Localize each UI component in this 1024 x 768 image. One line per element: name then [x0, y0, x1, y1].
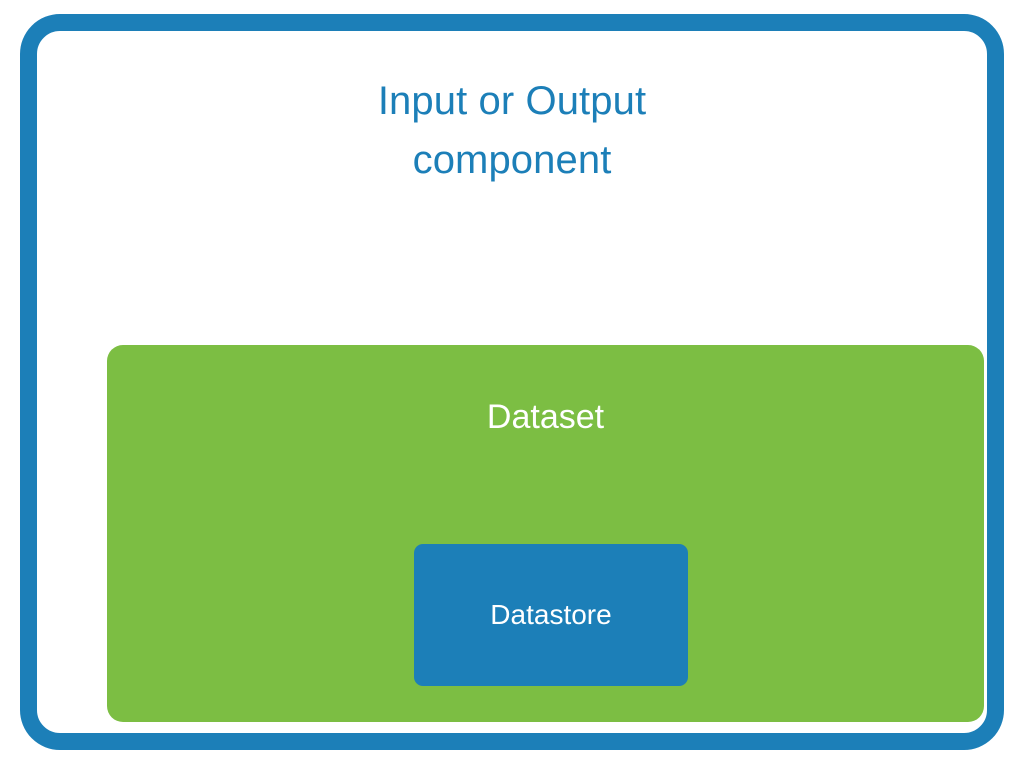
- dataset-block[interactable]: Dataset Datastore: [107, 345, 984, 722]
- datastore-block[interactable]: Datastore: [414, 544, 688, 686]
- dataset-label: Dataset: [486, 398, 605, 436]
- input-or-output-component-container[interactable]: Dataset Datastore: [20, 14, 1004, 750]
- component-title: Input or Output component: [377, 79, 647, 182]
- datastore-label: Datastore: [490, 599, 612, 630]
